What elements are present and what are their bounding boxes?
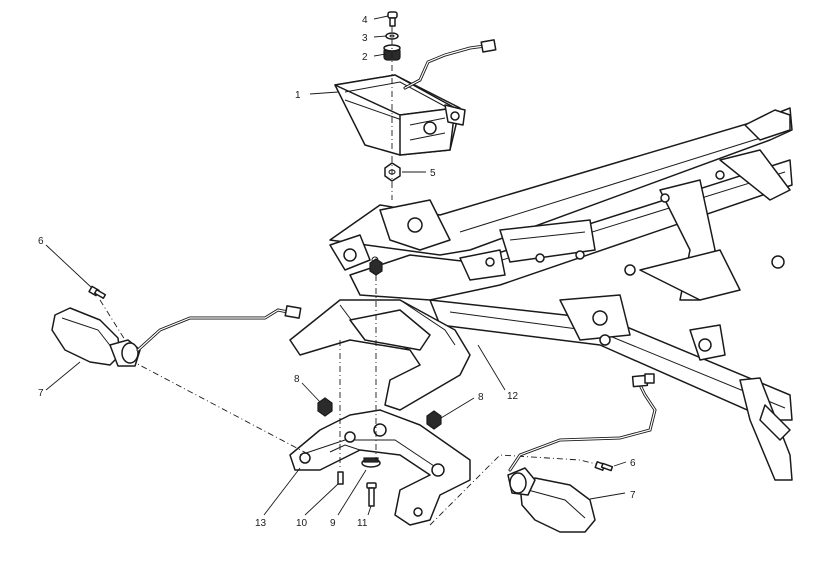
callout-9: 9 [330, 518, 336, 529]
support-bracket-12 [289, 256, 471, 411]
callout-1: 1 [295, 90, 301, 101]
screw-6-left [88, 285, 107, 299]
turn-signal-left [51, 307, 141, 367]
callout-11: 11 [357, 518, 368, 529]
callout-8-left: 8 [294, 374, 300, 385]
callout-10: 10 [296, 518, 308, 529]
nut-8-left [317, 397, 333, 417]
turn-signal-right-wire [508, 373, 657, 472]
callout-3: 3 [362, 33, 368, 44]
callout-4: 4 [362, 15, 368, 26]
nut-8-right [426, 410, 442, 430]
screw-11 [366, 482, 377, 507]
subframe [329, 107, 793, 481]
tail-light [334, 74, 466, 156]
callout-7-right: 7 [630, 490, 636, 501]
nut-5 [384, 162, 401, 182]
screw-6-right [594, 461, 614, 472]
callout-6-left: 6 [38, 236, 44, 247]
turn-signal-right [507, 467, 596, 533]
callout-13: 13 [255, 518, 267, 529]
callout-12: 12 [507, 391, 519, 402]
tail-light-wire [403, 39, 497, 90]
washer-9 [361, 457, 381, 468]
screw-4 [387, 11, 398, 27]
callout-7-left: 7 [38, 388, 44, 399]
license-plate-holder-13 [289, 409, 471, 526]
callout-6-right: 6 [630, 458, 636, 469]
nut-upper [369, 258, 383, 276]
callout-8-right: 8 [478, 392, 484, 403]
callout-2: 2 [362, 52, 368, 63]
turn-signal-left-wire [136, 305, 302, 352]
callout-5: 5 [430, 168, 436, 179]
screw-10 [337, 471, 344, 485]
